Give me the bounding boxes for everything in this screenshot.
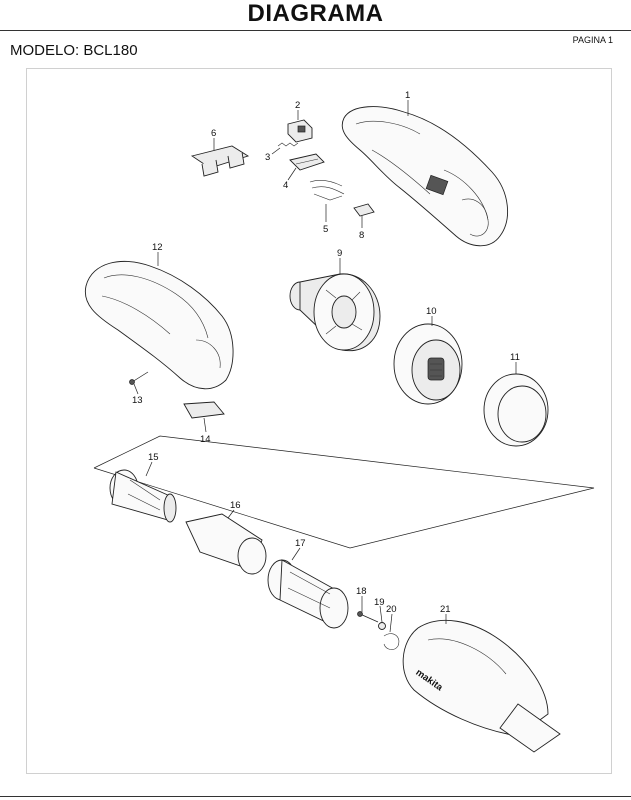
part-11-ring xyxy=(483,373,549,447)
part-callouts: 1 2 3 4 5 6 8 9 10 11 12 13 14 15 16 17 … xyxy=(132,90,520,615)
callout-15: 15 xyxy=(148,452,159,463)
callout-5: 5 xyxy=(323,224,328,235)
callout-10: 10 xyxy=(426,306,437,317)
part-8-label xyxy=(353,203,375,217)
part-19-washer xyxy=(378,622,386,630)
callout-18: 18 xyxy=(356,586,367,597)
callout-1: 1 xyxy=(405,90,410,101)
top-divider xyxy=(0,30,631,31)
part-3-spring xyxy=(277,142,299,147)
callout-8: 8 xyxy=(359,230,364,241)
callout-20: 20 xyxy=(386,604,397,615)
leader-lines xyxy=(133,100,517,633)
part-13-screw xyxy=(129,371,149,385)
part-17-filter-cage xyxy=(267,559,349,629)
part-10-fan-cover xyxy=(393,323,463,405)
callout-2: 2 xyxy=(295,100,300,111)
callout-16: 16 xyxy=(230,500,241,511)
part-5-lead-wire xyxy=(309,180,345,201)
callout-13: 13 xyxy=(132,395,143,406)
part-18-screw xyxy=(357,611,379,623)
part-16-filter xyxy=(185,513,267,575)
callout-4: 4 xyxy=(283,180,288,191)
part-6-terminal xyxy=(190,145,250,177)
part-15-prefilter xyxy=(109,469,177,523)
page-title: DIAGRAMA xyxy=(247,0,384,27)
part-4-lever xyxy=(289,153,325,171)
callout-9: 9 xyxy=(337,248,342,259)
callout-3: 3 xyxy=(265,152,270,163)
part-14-nameplate xyxy=(183,401,225,419)
bottom-divider xyxy=(0,796,631,797)
callout-17: 17 xyxy=(295,538,306,549)
diagram-frame xyxy=(26,68,612,774)
model-label: MODELO: BCL180 xyxy=(10,42,138,59)
part-21-nozzle: makita xyxy=(402,619,561,753)
callout-19: 19 xyxy=(374,597,385,608)
callout-11: 11 xyxy=(510,352,520,363)
callout-6: 6 xyxy=(211,128,216,139)
part-2-switch xyxy=(287,119,313,143)
callout-14: 14 xyxy=(200,434,211,445)
filter-group-boundary xyxy=(93,435,595,549)
page-label: PAGINA 1 xyxy=(572,35,613,45)
callout-12: 12 xyxy=(152,242,163,253)
callout-21: 21 xyxy=(440,604,451,615)
part-12-handle-housing xyxy=(84,260,234,390)
part-1-rear-housing xyxy=(341,106,508,247)
part-9-motor xyxy=(289,273,381,352)
part-20-clip xyxy=(383,633,400,650)
